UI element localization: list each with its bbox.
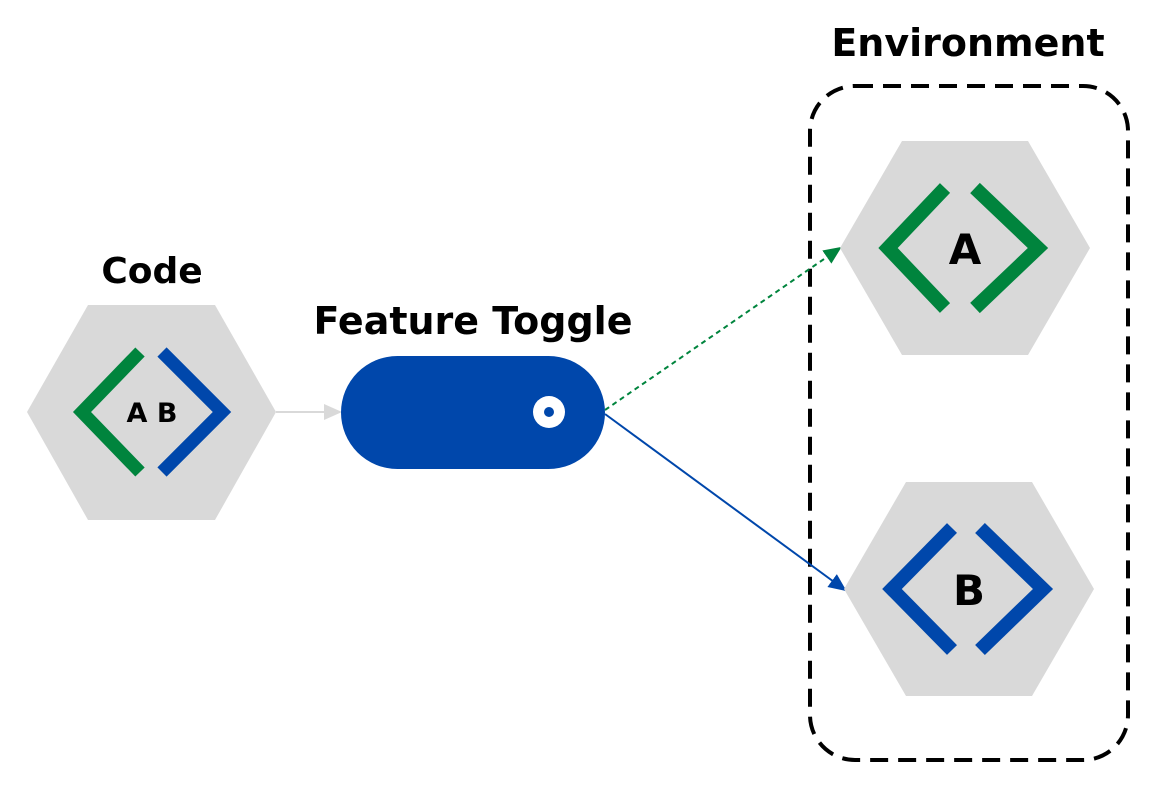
code-node-text: A B xyxy=(127,398,178,429)
env-a-text: A xyxy=(949,225,982,274)
toggle-knob-dot xyxy=(544,407,554,417)
environment-node-b: B xyxy=(844,482,1094,696)
env-b-text: B xyxy=(953,566,985,615)
toggle-track xyxy=(341,356,605,469)
code-brackets-icon xyxy=(72,347,232,477)
feature-toggle-switch[interactable] xyxy=(341,356,605,469)
environment-label: Environment xyxy=(831,21,1104,65)
code-label: Code xyxy=(101,251,202,292)
environment-container xyxy=(808,84,1130,762)
env-b-hexagon xyxy=(844,482,1094,696)
toggle-to-a-connector xyxy=(604,246,842,411)
code-node: A B xyxy=(27,305,276,520)
feature-toggle-label: Feature Toggle xyxy=(314,299,633,343)
code-hexagon xyxy=(27,305,276,520)
environment-node-a: A xyxy=(840,141,1090,355)
env-a-hexagon xyxy=(840,141,1090,355)
code-brackets-icon xyxy=(878,182,1049,314)
code-brackets-icon xyxy=(882,522,1054,656)
toggle-to-b-connector xyxy=(604,413,847,592)
